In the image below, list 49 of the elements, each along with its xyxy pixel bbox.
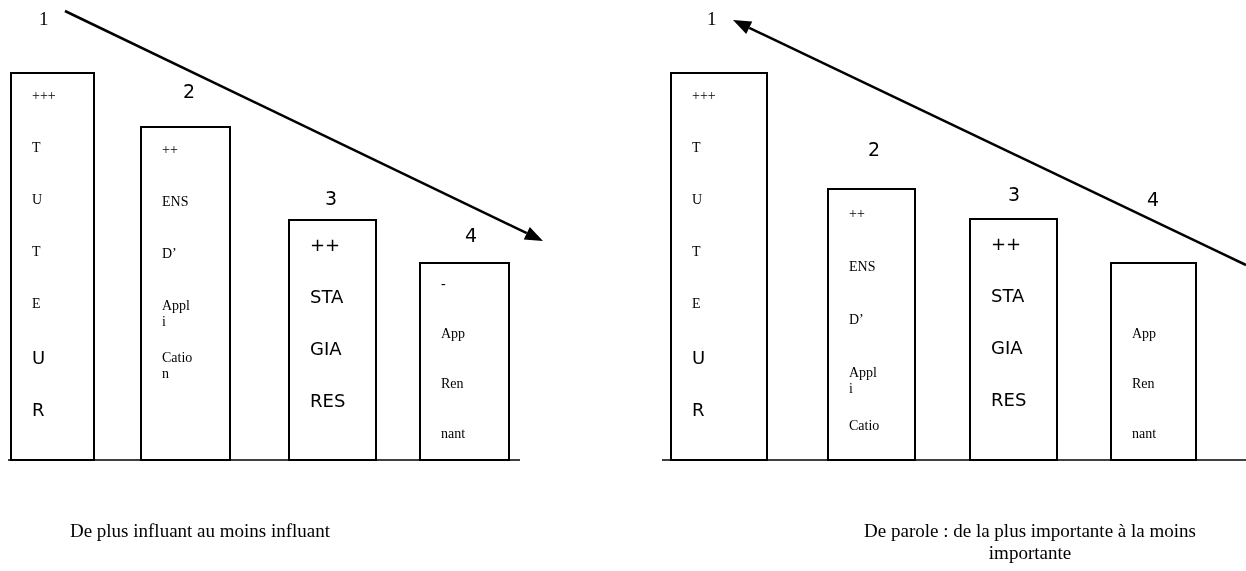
caption: De plus influant au moins influant bbox=[68, 520, 332, 542]
bar-label: U bbox=[692, 348, 706, 368]
bar-label: U bbox=[32, 348, 46, 368]
bar-label: App bbox=[441, 326, 466, 342]
bar bbox=[288, 219, 377, 461]
bar-label: +++ bbox=[692, 88, 716, 104]
bar bbox=[670, 72, 768, 461]
bar-label: Catio n bbox=[162, 350, 193, 382]
bar-label: ++ bbox=[991, 234, 1022, 254]
bar-label: E bbox=[692, 296, 701, 312]
bar-label: GIA bbox=[310, 339, 342, 359]
bar-label: Catio bbox=[849, 418, 880, 434]
bar-label: T bbox=[32, 244, 41, 260]
bar bbox=[827, 188, 916, 461]
caption: De parole : de la plus importante à la moins importante bbox=[863, 520, 1197, 564]
bar-label: R bbox=[32, 400, 45, 420]
bar-label: STA bbox=[991, 286, 1025, 306]
bar-label: U bbox=[692, 192, 703, 208]
bar-label: GIA bbox=[991, 338, 1023, 358]
bar-label: Ren bbox=[441, 376, 464, 392]
bar bbox=[10, 72, 95, 461]
bar-label: ENS bbox=[162, 194, 189, 210]
bar-label: RES bbox=[991, 390, 1027, 410]
bar-label: D’ bbox=[849, 312, 864, 328]
bar bbox=[140, 126, 231, 461]
bar-label: App bbox=[1132, 326, 1157, 342]
bar-label: STA bbox=[310, 287, 344, 307]
bar-label: R bbox=[692, 400, 705, 420]
bar-label: nant bbox=[441, 426, 466, 442]
bar-label: nant bbox=[1132, 426, 1157, 442]
bar-label: U bbox=[32, 192, 43, 208]
bar-label: Appl i bbox=[849, 365, 877, 397]
bar-label: D’ bbox=[162, 246, 177, 262]
bar-label: - bbox=[441, 276, 446, 292]
bar bbox=[1110, 262, 1197, 461]
bar bbox=[419, 262, 510, 461]
bar-label: Ren bbox=[1132, 376, 1155, 392]
bar-label: ++ bbox=[849, 206, 865, 222]
bar-label: ++ bbox=[310, 235, 341, 255]
bar-label: T bbox=[32, 140, 41, 156]
bar-label: T bbox=[692, 140, 701, 156]
bar-label: T bbox=[692, 244, 701, 260]
bar bbox=[969, 218, 1058, 461]
bar-label: +++ bbox=[32, 88, 56, 104]
bar-label: Appl i bbox=[162, 298, 190, 330]
bar-label: RES bbox=[310, 391, 346, 411]
bar-label: E bbox=[32, 296, 41, 312]
bar-label: ++ bbox=[162, 142, 178, 158]
bar-label: ENS bbox=[849, 259, 876, 275]
